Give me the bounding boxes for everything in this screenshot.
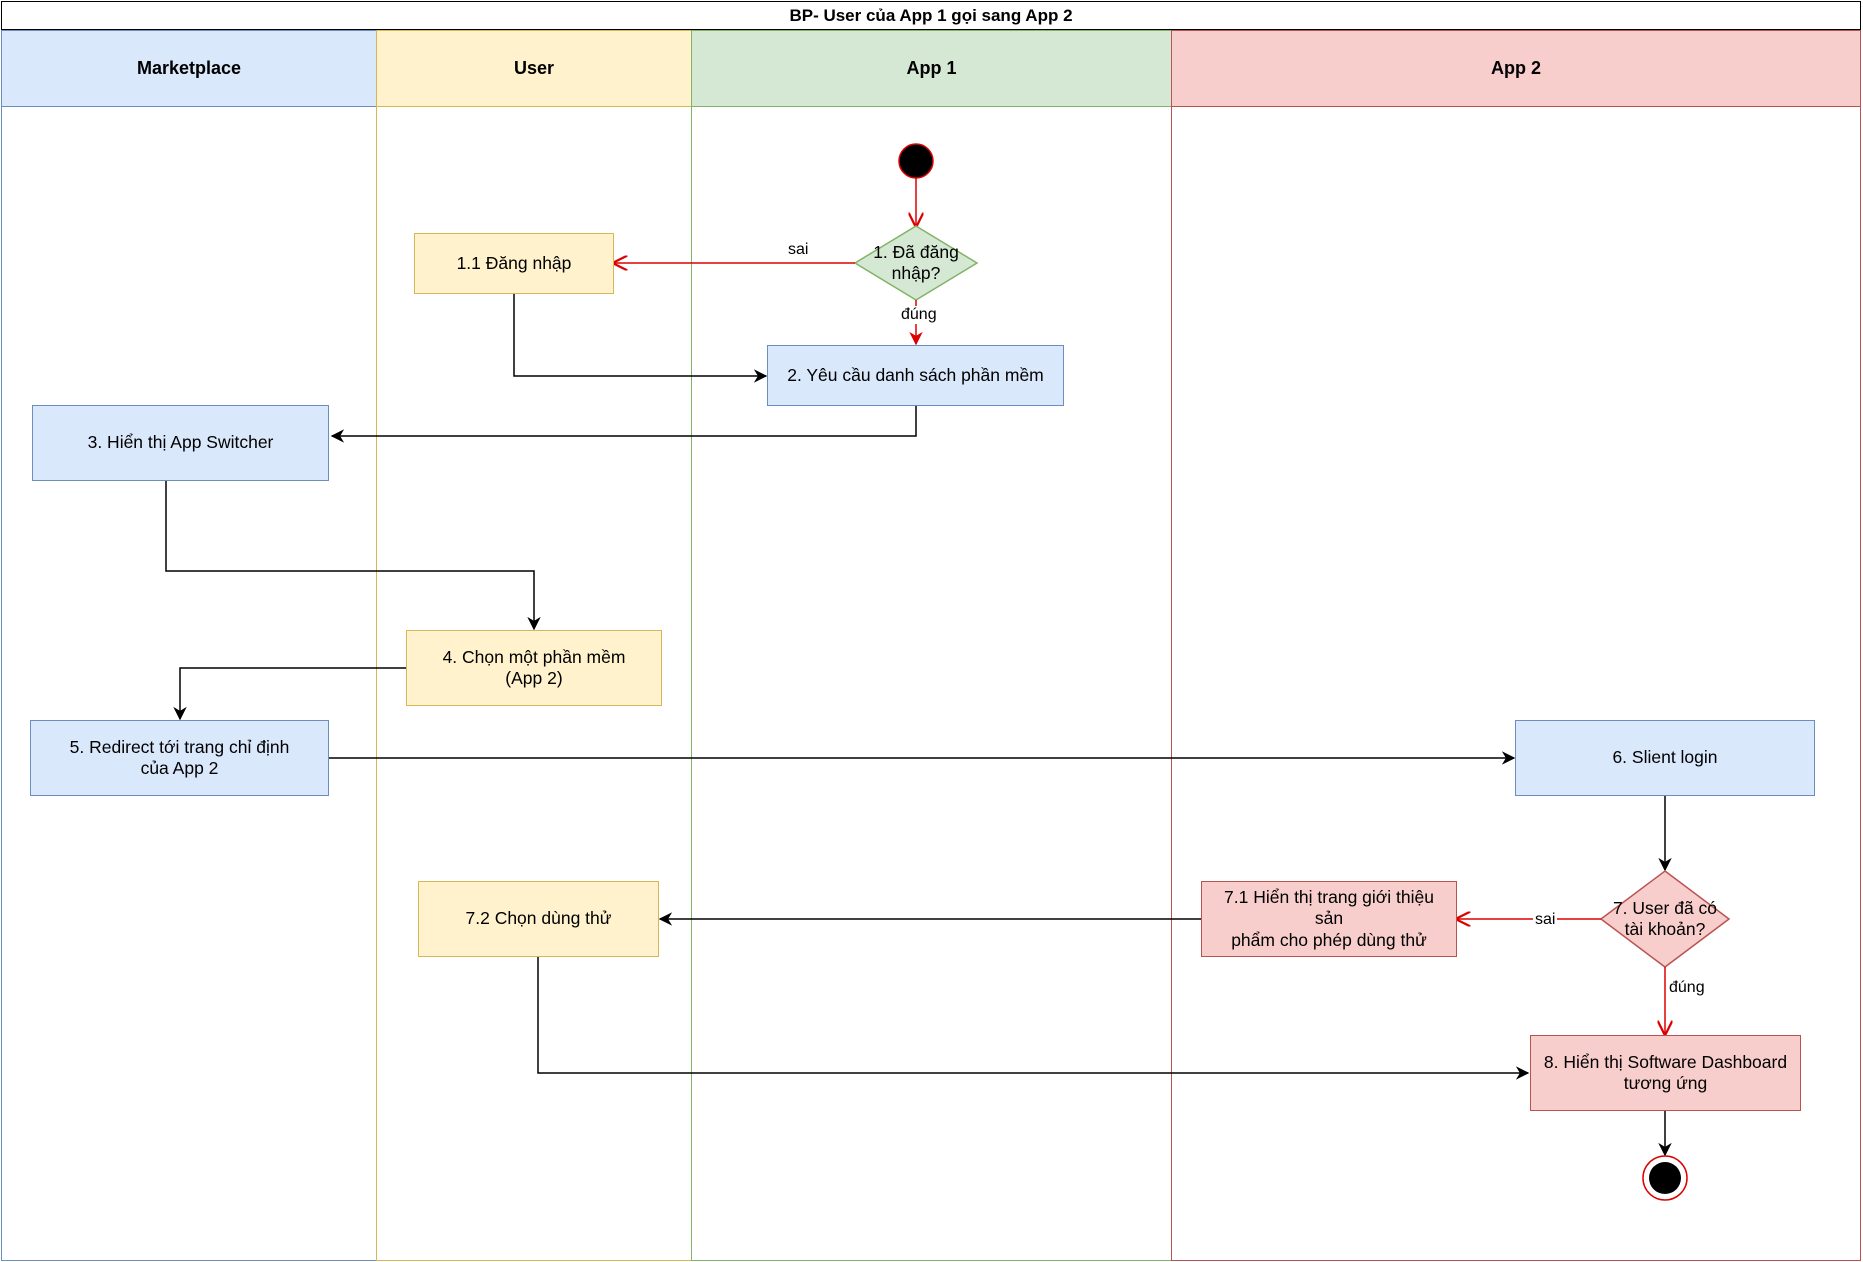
lane-marketplace: Marketplace	[1, 30, 377, 1261]
edge-request-to-switcher	[330, 406, 917, 443]
edge-label-decision-1-true: đúng	[899, 306, 939, 324]
node-request-software-list: 2. Yêu cầu danh sách phần mềm	[767, 345, 1064, 406]
end-node-core	[1649, 1162, 1681, 1194]
node-login: 1.1 Đăng nhập	[414, 233, 614, 294]
edge-switcher-to-choose	[165, 481, 541, 631]
node-show-dashboard: 8. Hiển thị Software Dashboard tương ứng	[1530, 1035, 1801, 1111]
edge-trial-to-dashboard	[537, 957, 1530, 1080]
lane-header-app1: App 1	[692, 31, 1171, 107]
decision-7-label: 7. User đã có tài khoản?	[1612, 897, 1718, 939]
edge-label-decision-1-false: sai	[786, 241, 811, 259]
decision-1-label: 1. Đã đăng nhập?	[873, 241, 959, 283]
node-show-intro-page: 7.1 Hiển thị trang giới thiệu sản phẩm c…	[1201, 881, 1457, 957]
lane-header-marketplace: Marketplace	[2, 31, 376, 107]
node-silent-login: 6. Slient login	[1515, 720, 1815, 796]
lane-header-user: User	[377, 31, 691, 107]
edge-label-decision-7-true: đúng	[1667, 979, 1707, 997]
lane-header-app2: App 2	[1172, 31, 1860, 107]
node-show-app-switcher: 3. Hiển thị App Switcher	[32, 405, 329, 481]
edge-choose-to-redirect	[173, 667, 406, 721]
node-choose-software: 4. Chọn một phần mềm (App 2)	[406, 630, 662, 706]
lane-app1: App 1	[691, 30, 1172, 1261]
node-redirect: 5. Redirect tới trang chỉ định của App 2	[30, 720, 329, 796]
node-choose-trial: 7.2 Chọn dùng thử	[418, 881, 659, 957]
edge-login-to-request	[513, 293, 768, 383]
diagram-title: BP- User của App 1 gọi sang App 2	[1, 1, 1861, 30]
start-node	[898, 143, 934, 179]
edge-label-decision-7-false: sai	[1533, 911, 1558, 929]
